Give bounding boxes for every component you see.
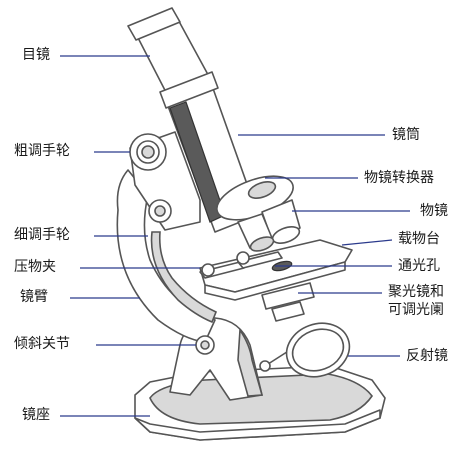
label-condenser-line2: 可调光阑 xyxy=(388,302,444,318)
arm-inner-shade xyxy=(150,231,218,324)
nosepiece-hub xyxy=(247,181,277,199)
label-nosepiece: 物镜转换器 xyxy=(364,170,434,186)
leader-stage xyxy=(341,239,393,246)
condenser-unit xyxy=(261,282,315,310)
clip-screw-right xyxy=(236,251,250,265)
objective-lens-2-tip xyxy=(249,236,275,252)
label-inclination-joint: 倾斜关节 xyxy=(14,336,70,352)
fine-focus-knob-center xyxy=(154,205,166,217)
label-arm: 镜臂 xyxy=(20,289,48,305)
stage-clip-right xyxy=(237,251,283,269)
label-coarse-focus: 粗调手轮 xyxy=(14,143,70,159)
base-front-edge xyxy=(134,409,381,441)
mirror-pivot xyxy=(259,360,271,372)
stage-front-edge xyxy=(204,261,346,301)
clip-screw-left xyxy=(201,263,215,277)
label-stage: 载物台 xyxy=(398,231,440,247)
tube-collar xyxy=(159,71,219,109)
mirror-glass xyxy=(291,328,345,372)
pillar-shade xyxy=(237,327,264,397)
label-condenser-line1: 聚光镜和 xyxy=(388,284,444,300)
label-base: 镜座 xyxy=(22,407,50,423)
eyepiece-top xyxy=(127,7,181,41)
label-objective: 物镜 xyxy=(420,203,448,219)
label-stage-clips: 压物夹 xyxy=(14,259,56,275)
condenser-diaphragm xyxy=(271,301,305,322)
label-tube: 镜筒 xyxy=(392,127,420,143)
label-eyepiece: 目镜 xyxy=(22,47,50,63)
coarse-focus-knob-center xyxy=(141,145,155,159)
label-mirror: 反射镜 xyxy=(406,348,448,364)
inclination-joint-center xyxy=(200,340,210,350)
label-fine-focus: 细调手轮 xyxy=(14,227,70,243)
label-aperture: 通光孔 xyxy=(398,258,440,274)
